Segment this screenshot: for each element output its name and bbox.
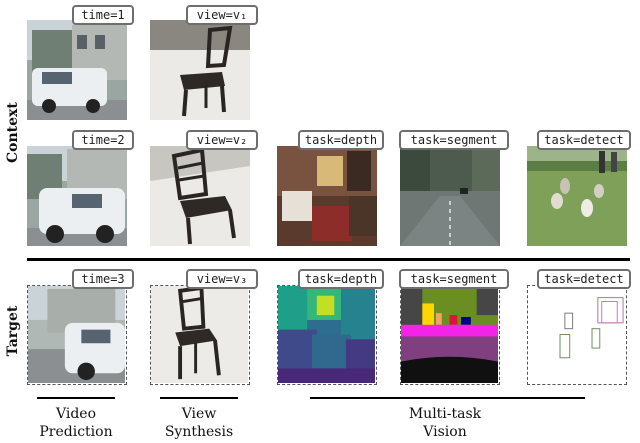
tag-context1-time: time=1 [72,5,134,25]
multitask-vision-caption: Multi-task Vision [370,405,520,441]
tag-context1-view: view=v₁ [186,5,258,25]
tag-context2-time: time=2 [72,130,134,150]
video-caption-line2: Prediction [39,424,113,440]
tag-target-depth: task=depth [298,269,384,289]
tag-target-time: time=3 [72,269,134,289]
video-target-frame [27,285,127,385]
depth-input-image [277,146,377,246]
detect-target-boxes [527,285,627,385]
video-frame-1 [27,20,127,120]
tag-context2-segment: task=segment [399,130,509,150]
multitask-caption-rule [310,397,585,399]
context-row-label: Context [5,102,21,163]
segment-target-map [400,285,500,385]
video-caption-line1: Video [55,406,97,422]
view-frame-1 [150,20,250,120]
tag-target-view: view=v₃ [186,269,258,289]
video-frame-2 [27,146,127,246]
tag-context2-view: view=v₂ [186,130,258,150]
depth-target-map [277,285,377,385]
tag-target-detect: task=detect [537,269,631,289]
view-caption-line1: View [181,406,217,422]
tag-context2-depth: task=depth [298,130,384,150]
segment-input-image [400,146,500,246]
multitask-caption-line2: Vision [423,424,467,440]
view-frame-2 [150,146,250,246]
tag-target-segment: task=segment [399,269,509,289]
view-caption-line2: Synthesis [164,424,234,440]
context-target-divider [27,258,630,261]
tag-context2-detect: task=detect [537,130,631,150]
video-caption-rule [37,397,115,399]
view-caption-rule [160,397,238,399]
target-row-label: Target [5,305,21,357]
view-synthesis-caption: View Synthesis [143,405,255,441]
multitask-caption-line1: Multi-task [408,406,482,422]
view-target-frame [150,285,250,385]
video-prediction-caption: Video Prediction [20,405,132,441]
detect-input-image [527,146,627,246]
